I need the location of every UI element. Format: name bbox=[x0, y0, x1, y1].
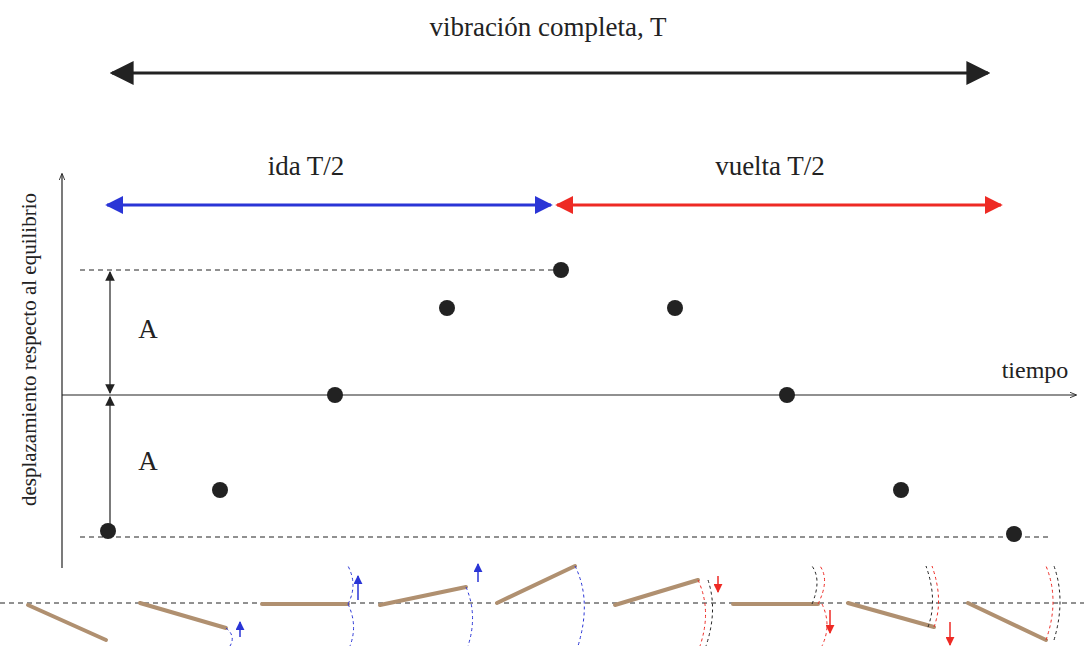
amplitude-label: A bbox=[138, 447, 158, 477]
half-period-label: vuelta T/2 bbox=[715, 152, 825, 182]
axis-label: desplazamiento respecto al equilibrio bbox=[18, 193, 41, 506]
period-label: vibración completa, T bbox=[429, 13, 666, 43]
half-period-label: ida T/2 bbox=[268, 152, 345, 182]
axis-label: tiempo bbox=[1002, 357, 1069, 383]
amplitude-label: A bbox=[138, 315, 158, 345]
